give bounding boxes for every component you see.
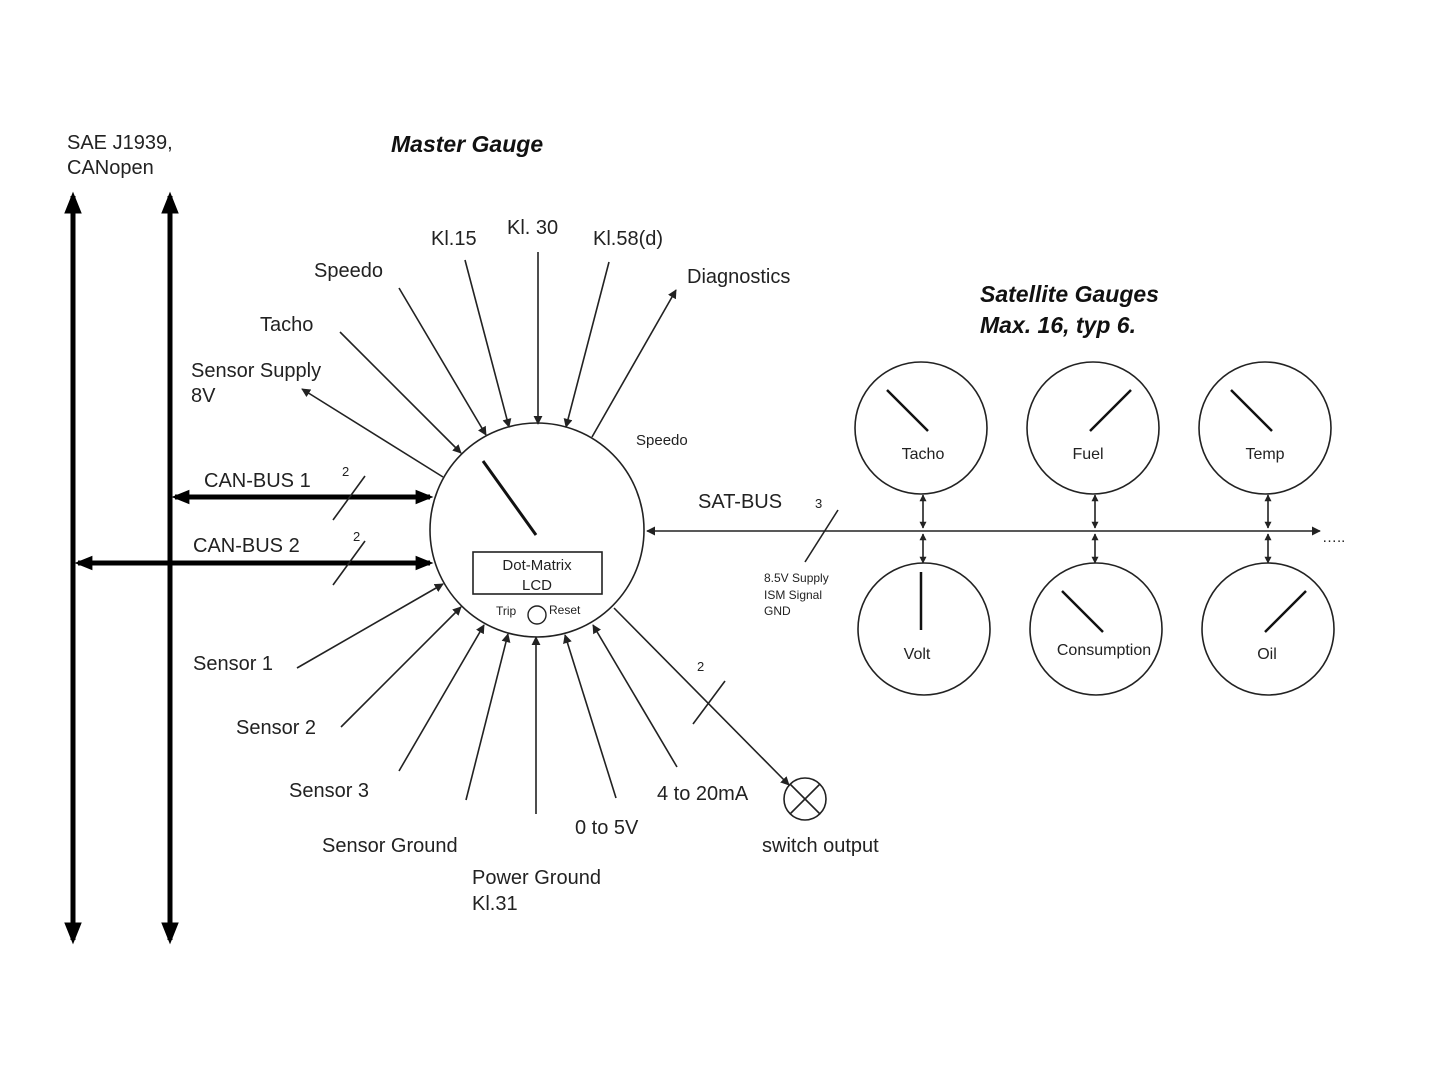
satellite-fuel-label: Fuel — [1072, 446, 1103, 463]
can-bus-1-slash — [332, 475, 366, 521]
satellite-tacho-needle — [886, 389, 929, 432]
kl58-label: Kl.58(d) — [593, 228, 663, 250]
kl15-label: Kl.15 — [431, 228, 477, 250]
satellite-temp: Temp — [1198, 361, 1332, 495]
switch-output-slash — [692, 680, 726, 725]
lcd-label-line2: LCD — [522, 577, 552, 594]
satellite-temp-needle — [1230, 389, 1273, 432]
can-bus-2-slash — [332, 540, 366, 586]
satellite-consumption: Consumption — [1029, 562, 1163, 696]
sensor-ground-arrow — [465, 633, 511, 801]
sat-bus-supply-line1: 8.5V Supply — [764, 571, 829, 585]
tacho-label: Tacho — [260, 314, 313, 336]
diagnostics-label: Diagnostics — [687, 266, 790, 288]
0to5v-label: 0 to 5V — [575, 817, 639, 839]
sat-bus-supply-line2: ISM Signal — [764, 588, 822, 602]
satellite-fuel: Fuel — [1026, 361, 1160, 495]
sensor2-label: Sensor 2 — [236, 717, 316, 739]
master-gauge-speedo-label: Speedo — [636, 432, 688, 449]
satellite-tacho-label: Tacho — [902, 446, 945, 463]
switch-output-label: switch output — [762, 835, 879, 857]
sensor1-label: Sensor 1 — [193, 653, 273, 675]
power-ground-label-line2: Kl.31 — [472, 893, 518, 915]
4to20ma-arrow — [592, 624, 678, 768]
kl58-arrow — [563, 261, 610, 428]
satellite-oil-needle — [1264, 590, 1307, 633]
sensor-supply-label-line2: 8V — [191, 385, 216, 407]
satellite-temp-label: Temp — [1245, 446, 1284, 463]
satellite-gauges-title-line2: Max. 16, typ 6. — [980, 312, 1136, 338]
satellite-volt-label: Volt — [904, 646, 931, 663]
satellite-tacho-dial — [854, 361, 988, 495]
master-gauge-title: Master Gauge — [391, 131, 543, 157]
sat-bus-supply-line3: GND — [764, 604, 791, 618]
switch-output-arrow — [613, 607, 790, 786]
kl30-label: Kl. 30 — [507, 217, 558, 239]
master-gauge — [429, 422, 645, 638]
satellite-volt-dial — [857, 562, 991, 696]
sensor-supply-label-line1: Sensor Supply — [191, 360, 321, 382]
satellite-fuel-needle — [1089, 389, 1132, 432]
switch-output-lamp-cross-b — [789, 783, 821, 815]
lcd-display — [472, 551, 603, 595]
sat-bus-continuation: ….. — [1322, 529, 1345, 546]
sensor1-arrow — [296, 583, 444, 669]
reset-label: Reset — [549, 603, 581, 617]
master-gauge-needle — [481, 460, 538, 536]
satellite-oil: Oil — [1201, 562, 1335, 696]
satellite-oil-label: Oil — [1257, 646, 1277, 663]
can-bus-1-count: 2 — [342, 464, 349, 479]
sat-bus-label: SAT-BUS — [698, 491, 782, 513]
satellite-gauges-title-line1: Satellite Gauges — [980, 281, 1159, 307]
0to5v-arrow — [563, 634, 617, 799]
satellite-tacho: Tacho — [854, 361, 988, 495]
4to20ma-label: 4 to 20mA — [657, 783, 749, 805]
speedo-label: Speedo — [314, 260, 383, 282]
diagnostics-arrow — [591, 289, 677, 438]
can-bus-2-label: CAN-BUS 2 — [193, 535, 300, 557]
can-bus-1-label: CAN-BUS 1 — [204, 470, 311, 492]
lcd-label-line1: Dot-Matrix — [502, 557, 572, 574]
sat-bus-slash — [804, 509, 839, 563]
sensor2-arrow — [340, 606, 462, 728]
sensor-supply-arrow — [301, 388, 444, 478]
speedo-arrow — [398, 287, 487, 436]
satellite-consumption-needle — [1061, 590, 1104, 633]
bus-protocols-label-line2: CANopen — [67, 157, 154, 179]
satellite-volt: Volt — [857, 562, 991, 696]
sensor-ground-label: Sensor Ground — [322, 835, 458, 857]
kl15-arrow — [464, 259, 512, 428]
sensor3-arrow — [398, 624, 485, 772]
satellite-temp-dial — [1198, 361, 1332, 495]
bus-protocols-label-line1: SAE J1939, — [67, 132, 173, 154]
sat-bus-count: 3 — [815, 496, 822, 511]
trip-label: Trip — [496, 604, 517, 618]
trip-reset-button — [527, 605, 547, 625]
sensor3-label: Sensor 3 — [289, 780, 369, 802]
switch-output-count: 2 — [697, 659, 704, 674]
satellite-consumption-label: Consumption — [1057, 642, 1151, 659]
satellite-consumption-dial — [1029, 562, 1163, 696]
tacho-arrow — [339, 331, 462, 454]
power-ground-label-line1: Power Ground — [472, 867, 601, 889]
can-bus-2-count: 2 — [353, 529, 360, 544]
